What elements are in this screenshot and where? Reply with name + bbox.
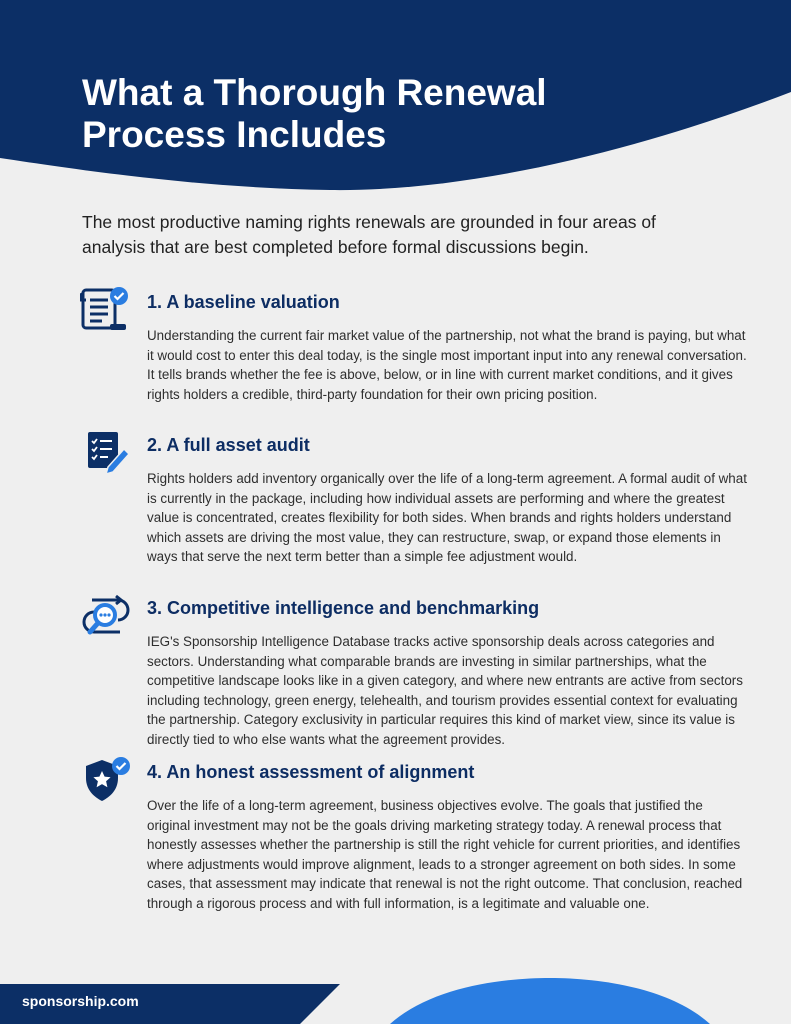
footer-bar (0, 984, 340, 1024)
title-line-1: What a Thorough Renewal (82, 72, 547, 113)
shield-star-check-icon (86, 757, 130, 801)
section-body: Rights holders add inventory organically… (147, 471, 747, 565)
magnifier-cycle-icon (82, 594, 130, 635)
checklist-pen-icon (88, 432, 131, 476)
header-banner (0, 0, 791, 191)
section-body: IEG's Sponsorship Intelligence Database … (147, 634, 743, 747)
title-line-2: Process Includes (82, 114, 387, 155)
section-heading: 3. Competitive intelligence and benchmar… (147, 598, 540, 618)
section-heading: 1. A baseline valuation (147, 292, 340, 312)
section-heading: 2. A full asset audit (147, 435, 310, 455)
footer-accent-arc (390, 978, 710, 1024)
page-title: What a Thorough Renewal Process Includes (82, 72, 682, 156)
footer-website-link[interactable]: sponsorship.com (22, 993, 139, 1009)
document-check-icon (80, 287, 128, 330)
section-heading: 4. An honest assessment of alignment (147, 762, 475, 782)
intro-paragraph: The most productive naming rights renewa… (82, 212, 656, 257)
section-body: Over the life of a long-term agreement, … (147, 798, 743, 911)
section-body: Understanding the current fair market va… (147, 328, 747, 402)
